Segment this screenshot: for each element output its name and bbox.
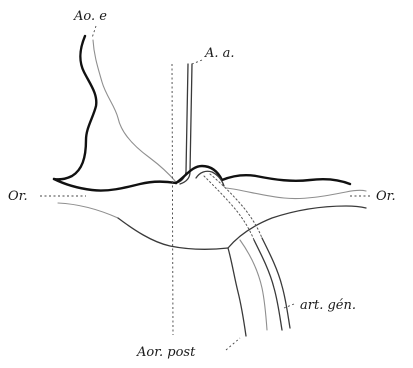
aor-post-left-wall bbox=[228, 248, 246, 336]
left-lower-fine-contour bbox=[58, 203, 118, 218]
art-gen-dotted-course-2 bbox=[210, 174, 262, 238]
leader-a-a bbox=[192, 60, 202, 64]
label-a-a: A. a. bbox=[204, 46, 235, 61]
aor-post-right-wall bbox=[240, 240, 267, 330]
label-ao-e: Ao. e bbox=[73, 9, 107, 24]
vertical-axis-line bbox=[172, 64, 173, 335]
leader-aor-post bbox=[226, 338, 240, 350]
label-art-gen: art. gén. bbox=[300, 298, 356, 313]
small-arch-inner bbox=[196, 171, 224, 186]
label-or-right: Or. bbox=[376, 189, 396, 204]
art-gen-left-wall bbox=[254, 240, 282, 330]
right-upper-wall bbox=[176, 166, 350, 184]
a-a-left-wall bbox=[176, 64, 188, 183]
label-or-left: Or. bbox=[8, 189, 28, 204]
right-upper-fine-contour bbox=[226, 188, 366, 199]
ao-e-inner-wall bbox=[93, 40, 176, 182]
leader-ao-e bbox=[92, 26, 96, 38]
ao-e-outer-wall bbox=[54, 36, 96, 179]
label-aor-post: Aor. post bbox=[136, 345, 196, 360]
art-gen-dotted-course-1 bbox=[204, 176, 254, 240]
ao-e-base-wall bbox=[54, 179, 176, 191]
right-lower-wall bbox=[228, 206, 366, 248]
